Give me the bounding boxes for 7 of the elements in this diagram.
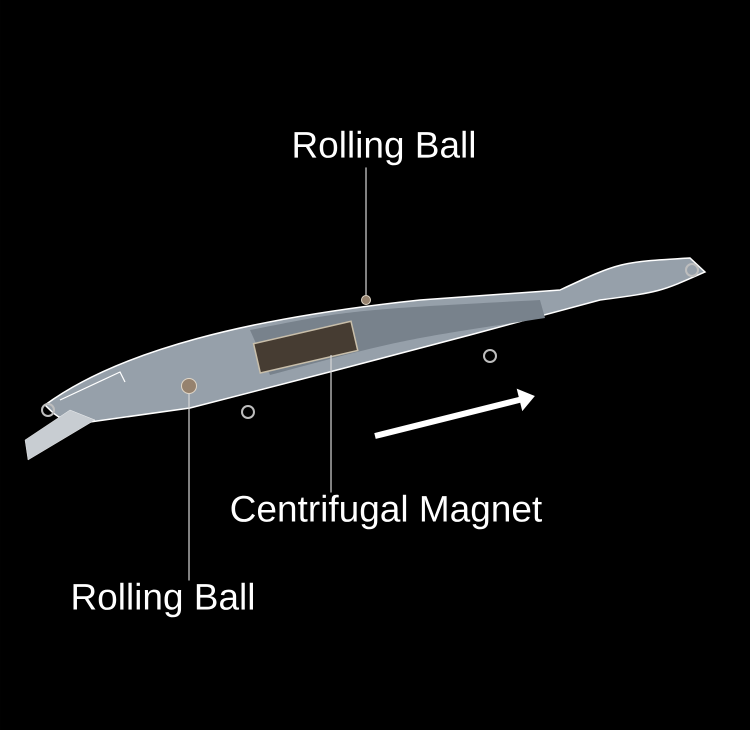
part-label: Rolling Ball xyxy=(294,130,474,166)
part-label: Rolling Ball xyxy=(74,582,253,618)
leader-line xyxy=(330,355,332,493)
leader-line xyxy=(365,167,367,295)
part-label: Centrifugal Magnet xyxy=(232,494,542,530)
magnet xyxy=(252,320,358,374)
ball xyxy=(181,378,197,394)
